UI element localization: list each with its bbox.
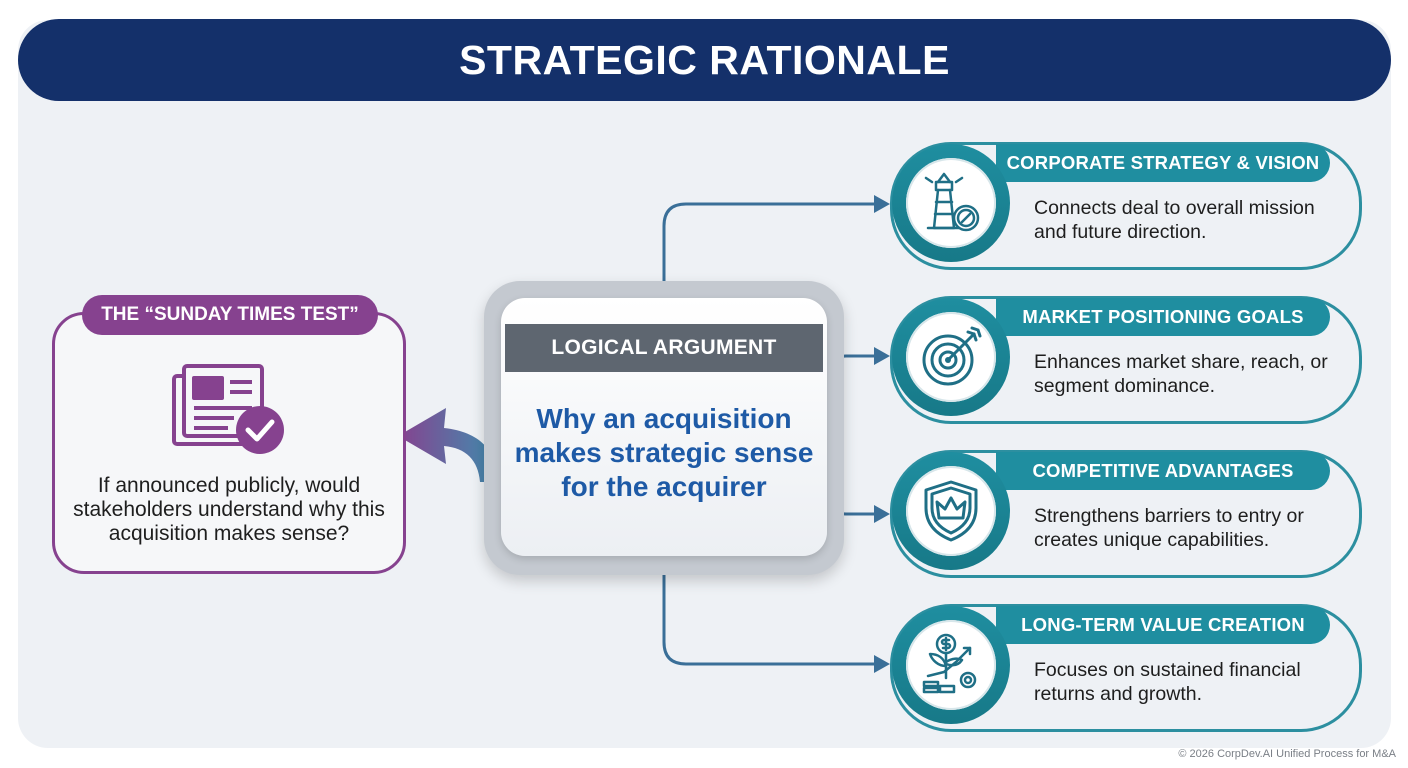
lighthouse-compass-icon [924, 172, 980, 232]
card-competitive-advantages: COMPETITIVE ADVANTAGES Strengthens barri… [890, 450, 1362, 578]
card-icon-circle [892, 144, 1010, 262]
title-banner: STRATEGIC RATIONALE [18, 19, 1391, 101]
card-title: MARKET POSITIONING GOALS [996, 298, 1330, 336]
card-icon-circle [892, 452, 1010, 570]
card-title: COMPETITIVE ADVANTAGES [996, 452, 1330, 490]
card-description: Connects deal to overall mission and fut… [1034, 197, 1315, 243]
logical-argument-text: Why an acquisition makes strategic sense… [514, 403, 814, 502]
connector-top [662, 202, 882, 283]
logical-argument-card: LOGICAL ARGUMENT Why an acquisition make… [501, 298, 827, 556]
page-title: STRATEGIC RATIONALE [459, 36, 950, 83]
card-market-positioning: MARKET POSITIONING GOALS Enhances market… [890, 296, 1362, 424]
card-icon-circle [892, 606, 1010, 724]
card-title: LONG-TERM VALUE CREATION [996, 606, 1330, 644]
card-icon-circle [892, 298, 1010, 416]
connector-bottom [662, 573, 882, 666]
arrowhead-third [874, 505, 890, 523]
card-title: CORPORATE STRATEGY & VISION [996, 144, 1330, 182]
growth-coins-icon [922, 633, 977, 694]
arrowhead-second [874, 347, 890, 365]
arrowhead-top [874, 195, 890, 213]
card-long-term-value: LONG-TERM VALUE CREATION [890, 604, 1362, 732]
card-description: Strengthens barriers to entry or creates… [1034, 505, 1304, 551]
logical-argument-header: LOGICAL ARGUMENT [505, 324, 823, 372]
card-description: Enhances market share, reach, or segment… [1034, 351, 1328, 397]
arrowhead-bottom [874, 655, 890, 673]
shield-crown-icon [924, 480, 978, 542]
sunday-times-test-card [52, 312, 406, 574]
sunday-times-test-text: If announced publicly, would stakeholder… [73, 474, 385, 545]
target-arrow-icon [922, 326, 982, 386]
copyright-footer: © 2026 CorpDev.AI Unified Process for M&… [1178, 748, 1396, 760]
arrow-to-test [398, 408, 500, 482]
sunday-times-test-label: THE “SUNDAY TIMES TEST” [82, 295, 378, 335]
newspaper-check-icon [172, 360, 288, 465]
card-description: Focuses on sustained financial returns a… [1034, 659, 1301, 705]
card-corporate-strategy: CORPORATE STRATEGY & VISION C [890, 142, 1362, 270]
